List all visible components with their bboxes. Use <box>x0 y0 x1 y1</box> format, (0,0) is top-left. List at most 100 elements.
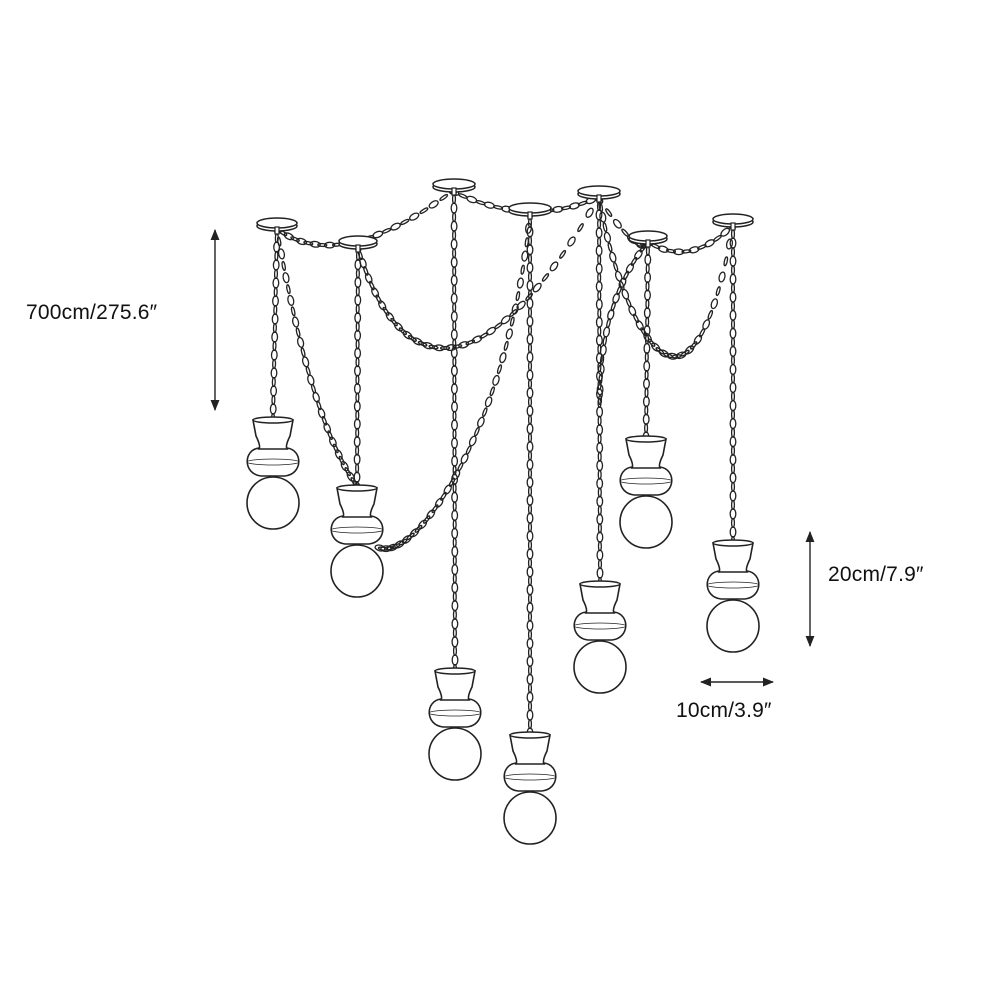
chain-link <box>596 567 604 579</box>
chain-link <box>483 201 495 209</box>
chain-link <box>451 600 459 612</box>
chain-link <box>526 262 534 274</box>
chain-link <box>452 410 457 422</box>
chain-link <box>526 423 534 435</box>
chain-link <box>450 256 458 268</box>
chain-link <box>272 358 277 370</box>
chain-link <box>644 405 649 416</box>
chain-link <box>451 618 459 630</box>
chain-link <box>305 366 311 377</box>
chain-link <box>527 504 533 515</box>
chain-link <box>270 385 278 397</box>
chain-link <box>688 246 700 254</box>
chain-link <box>524 237 529 248</box>
chain-link <box>614 270 623 282</box>
chain-link <box>452 501 457 512</box>
chain-link <box>353 453 361 466</box>
pendant-cup-rim <box>434 667 476 675</box>
chain-link <box>597 394 603 406</box>
chain-link <box>526 351 534 363</box>
chain-link <box>369 280 375 291</box>
chain-link <box>609 251 617 263</box>
chain-link <box>385 311 395 322</box>
chain-link <box>697 244 707 250</box>
chain-link <box>527 468 533 479</box>
chain-link <box>452 591 457 602</box>
chain-link <box>526 458 534 471</box>
chain-link <box>599 211 607 223</box>
chain-link <box>386 543 398 552</box>
chain-link <box>597 415 602 426</box>
pendant-cup <box>625 438 667 469</box>
chain-link <box>355 268 360 279</box>
chain-link <box>613 261 619 272</box>
chain-link <box>723 256 729 267</box>
pendant-globe <box>573 640 627 694</box>
chain-link <box>291 316 300 328</box>
chain-link <box>505 328 513 340</box>
chain-link <box>526 548 534 560</box>
chain-link <box>527 325 533 336</box>
chain-link <box>607 242 613 253</box>
chain-link <box>595 245 603 257</box>
chain-link <box>355 303 360 315</box>
chain-link <box>452 392 457 404</box>
pendant-globe <box>428 727 482 781</box>
chain-link <box>595 334 603 346</box>
chain-link <box>354 329 362 342</box>
chain-link <box>346 471 356 482</box>
chain-link <box>730 463 736 474</box>
chain-link <box>729 291 737 303</box>
chain-link <box>451 509 459 522</box>
chain-link <box>607 309 615 321</box>
pendant-disc <box>706 570 760 600</box>
chain-link <box>526 369 534 381</box>
chain-link <box>492 374 500 386</box>
chain-link <box>527 396 533 408</box>
chain-link <box>393 322 404 332</box>
chain-link <box>597 326 602 337</box>
chain-link <box>559 249 567 259</box>
chain-link <box>328 436 337 448</box>
chain-link <box>439 194 449 201</box>
chain-link <box>417 341 428 347</box>
chain-link <box>730 445 736 456</box>
chain-link <box>643 342 651 355</box>
chain-link <box>317 407 326 419</box>
chain-link <box>414 524 423 533</box>
chain-link <box>450 202 458 214</box>
pendant-cup <box>579 583 621 614</box>
chain-link <box>730 427 736 438</box>
chain-link <box>642 413 650 425</box>
chain-link <box>355 356 360 368</box>
pendant-globe <box>246 476 300 530</box>
chain-link <box>673 248 685 256</box>
chain-link <box>451 455 459 467</box>
chain-link <box>500 315 511 325</box>
chain-link <box>527 522 533 533</box>
chain-link <box>561 205 572 211</box>
chain-link <box>526 387 534 399</box>
chain-link <box>452 428 457 440</box>
chain-link <box>730 391 736 402</box>
chain-link <box>527 253 533 264</box>
chain-link <box>450 383 458 395</box>
chain-link <box>596 477 604 490</box>
chain-link <box>515 291 521 302</box>
chain-link <box>596 495 604 508</box>
chain-14 <box>374 208 533 553</box>
chain-link <box>595 262 603 275</box>
pendant-cup-rim <box>336 484 378 492</box>
chain-link <box>394 540 405 549</box>
pendant-globe <box>330 544 384 598</box>
chain-link <box>426 509 436 520</box>
chain-link <box>720 227 731 237</box>
pendant-disc <box>246 447 300 477</box>
chain-link <box>327 430 333 440</box>
chain-link <box>312 391 320 403</box>
chain-link <box>440 491 447 501</box>
chain-link <box>730 319 736 330</box>
chain-link <box>603 231 612 243</box>
chain-link <box>287 294 295 306</box>
